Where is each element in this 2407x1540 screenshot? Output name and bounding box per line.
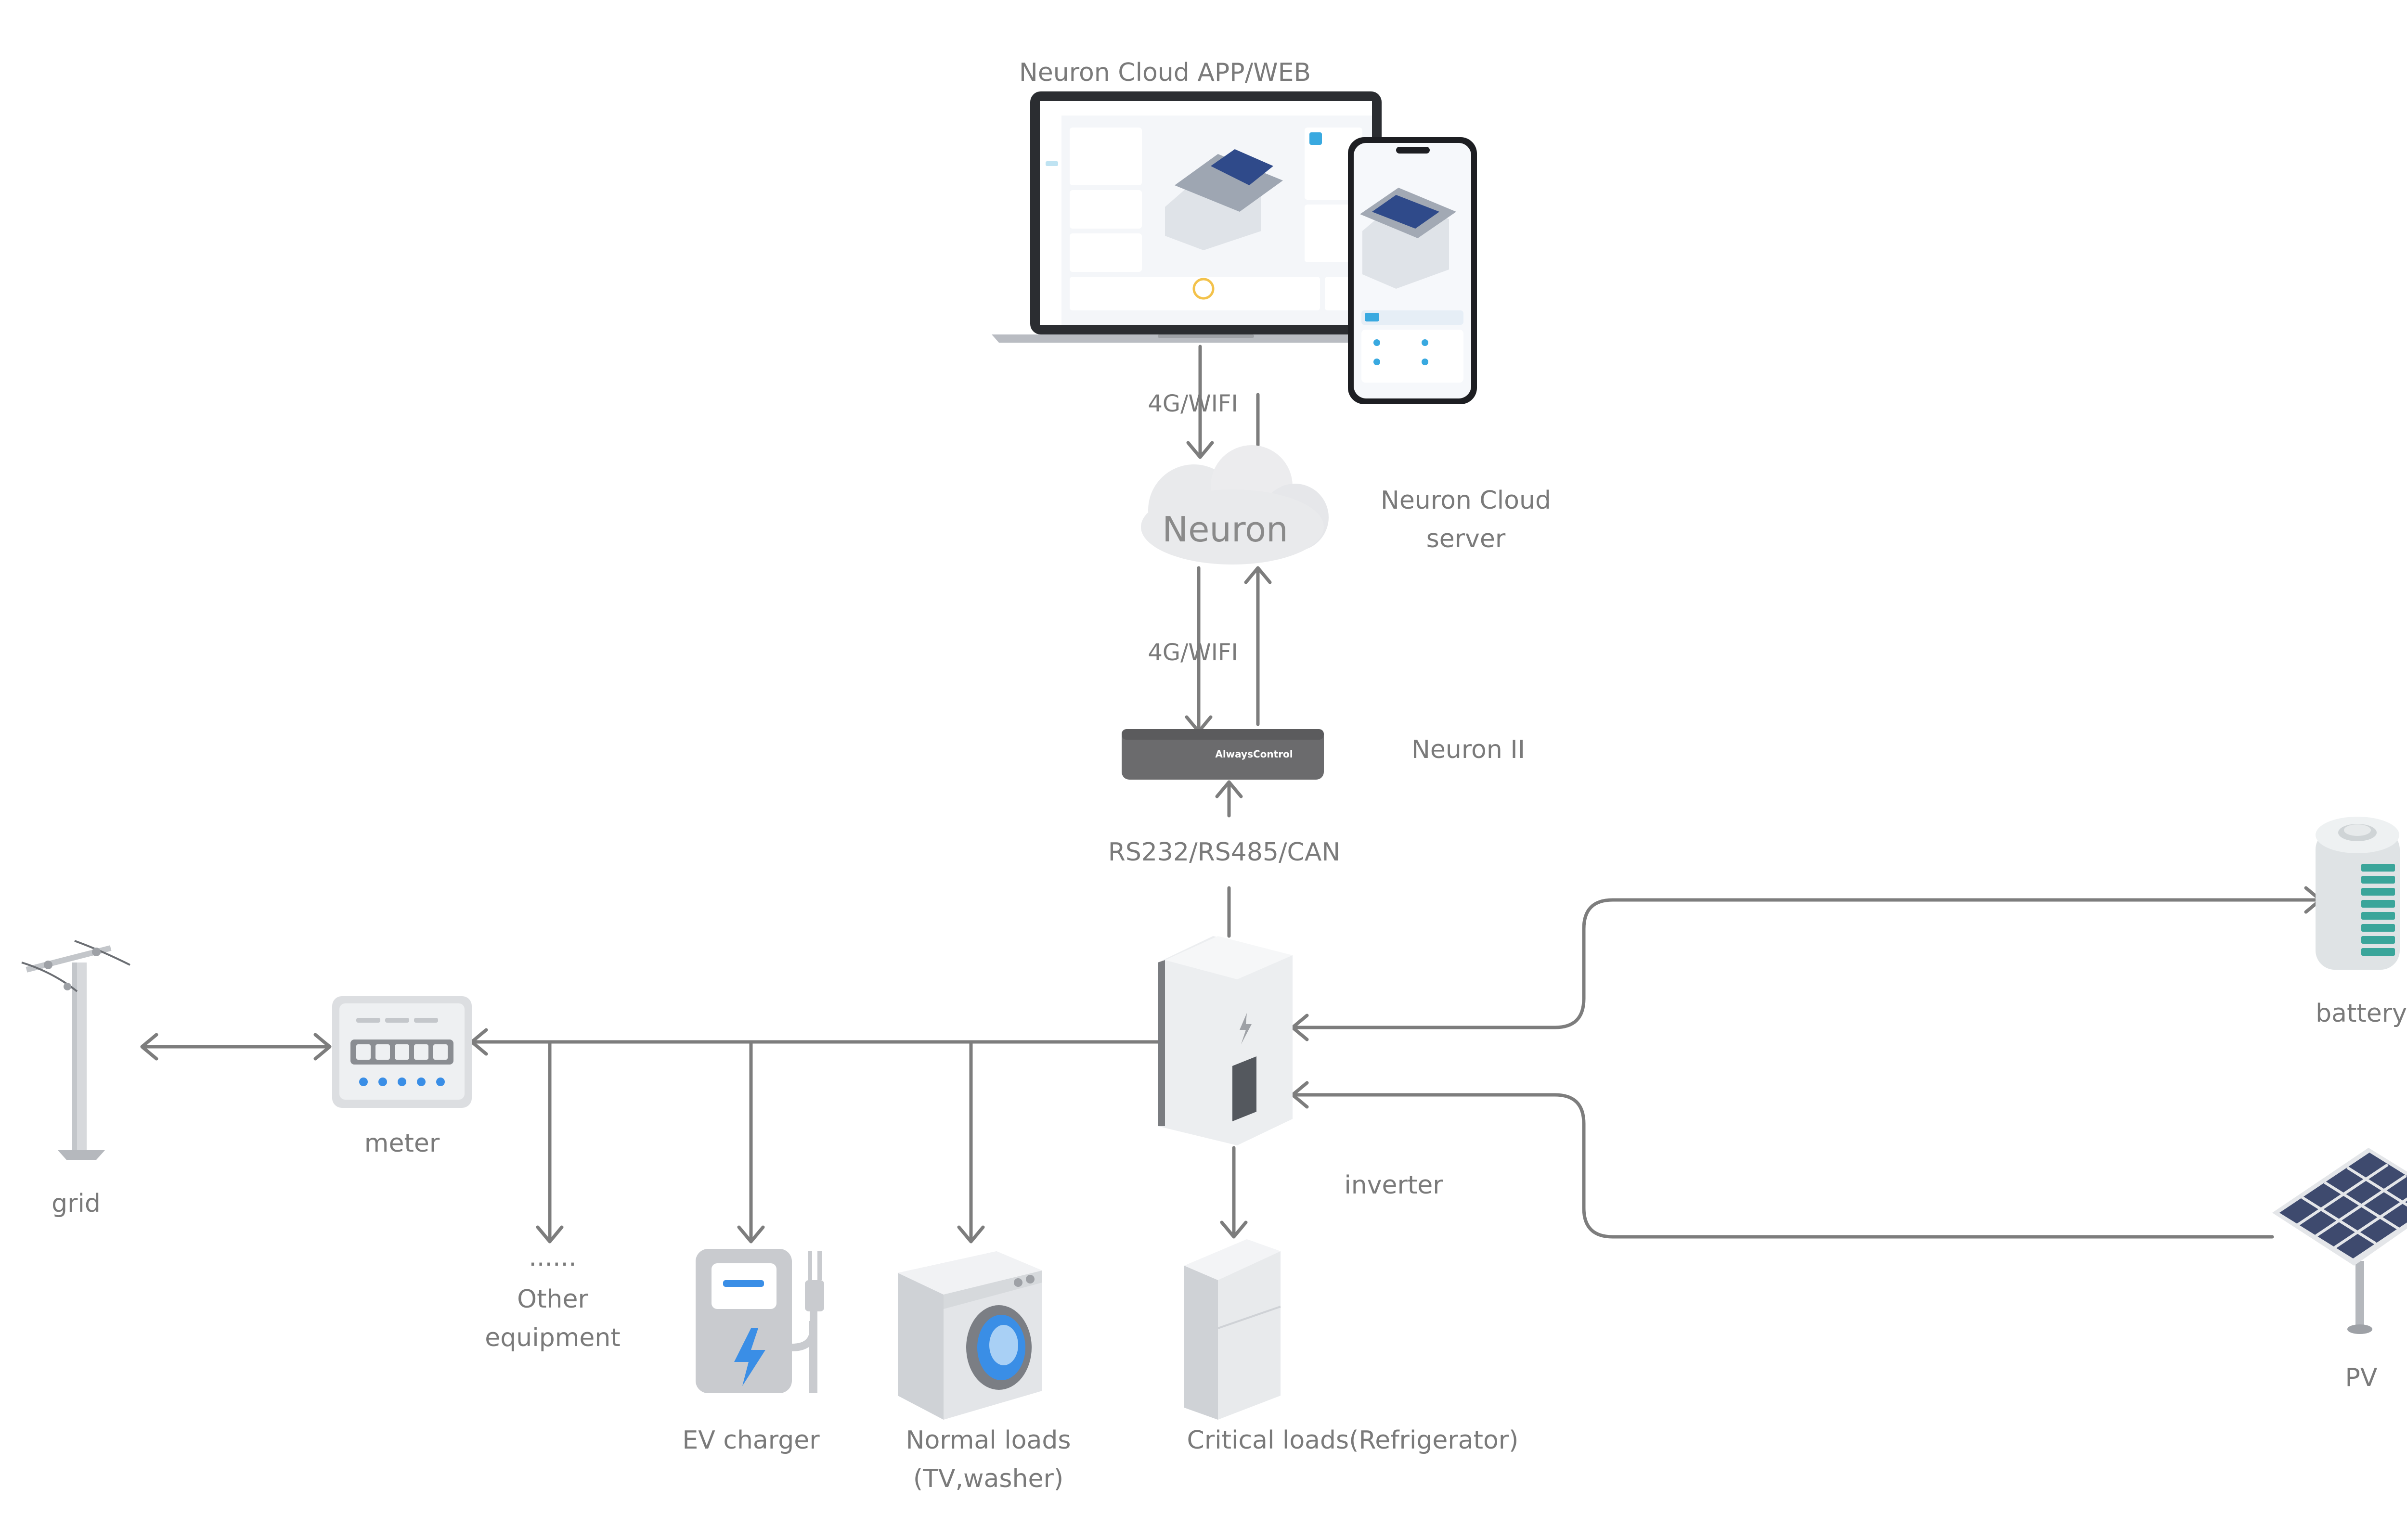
link-battery <box>1293 898 2320 1029</box>
link-label-top: 4G/WIFI <box>1148 390 1238 417</box>
refrigerator-icon <box>1184 1239 1281 1420</box>
app-label: Neuron Cloud APP/WEB <box>1019 58 1311 87</box>
arrowhead-down <box>536 1225 564 1244</box>
washer-icon <box>898 1251 1042 1420</box>
utility-pole-icon <box>21 940 130 1160</box>
inverter-icon <box>1158 936 1293 1145</box>
arrowhead-down <box>957 1225 985 1244</box>
arrowhead-left <box>140 1033 158 1061</box>
connections <box>140 345 2322 1244</box>
arrowhead-right <box>313 1033 332 1061</box>
cloud-caption-line2: server <box>1426 525 1506 553</box>
normal-label-line1: Normal loads <box>906 1426 1071 1455</box>
normal-label-line2: (TV,washer) <box>913 1464 1063 1493</box>
other-label-line1: Other <box>517 1285 588 1314</box>
cloud-text: Neuron <box>1162 509 1288 550</box>
battery-icon <box>2316 817 2400 970</box>
ev-label: EV charger <box>682 1426 820 1455</box>
arrowhead-down <box>1220 1220 1248 1239</box>
link-label-mid: 4G/WIFI <box>1148 639 1238 666</box>
pv-label: PV <box>2345 1363 2378 1392</box>
cloud-icon <box>1141 445 1329 565</box>
arrowhead-down <box>1186 441 1214 459</box>
battery-cells <box>2361 864 2395 956</box>
link-pv <box>1293 1093 2274 1239</box>
other-label-line2: equipment <box>485 1323 620 1352</box>
battery-label: battery <box>2316 999 2407 1028</box>
gateway-icon: AlwaysControl <box>1122 729 1324 780</box>
arrowhead-down <box>737 1225 765 1244</box>
critical-label: Critical loads(Refrigerator) <box>1187 1426 1519 1455</box>
gateway-label: Neuron II <box>1411 735 1525 764</box>
gateway-brand: AlwaysControl <box>1215 748 1293 760</box>
meter-icon <box>332 996 472 1108</box>
protocols-label: RS232/RS485/CAN <box>1108 838 1341 867</box>
inverter-label: inverter <box>1344 1171 1443 1200</box>
other-dots: ...... <box>529 1243 576 1272</box>
arrowhead-up <box>1215 780 1243 798</box>
ev-charger-icon <box>696 1249 824 1393</box>
pv-panel-icon <box>2272 1148 2407 1334</box>
meter-label: meter <box>364 1129 440 1158</box>
arrowhead-up <box>1244 566 1272 584</box>
laptop-icon <box>992 91 1420 343</box>
cloud-caption-line1: Neuron Cloud <box>1381 486 1551 515</box>
grid-label: grid <box>52 1189 101 1218</box>
phone-icon <box>1348 137 1477 404</box>
